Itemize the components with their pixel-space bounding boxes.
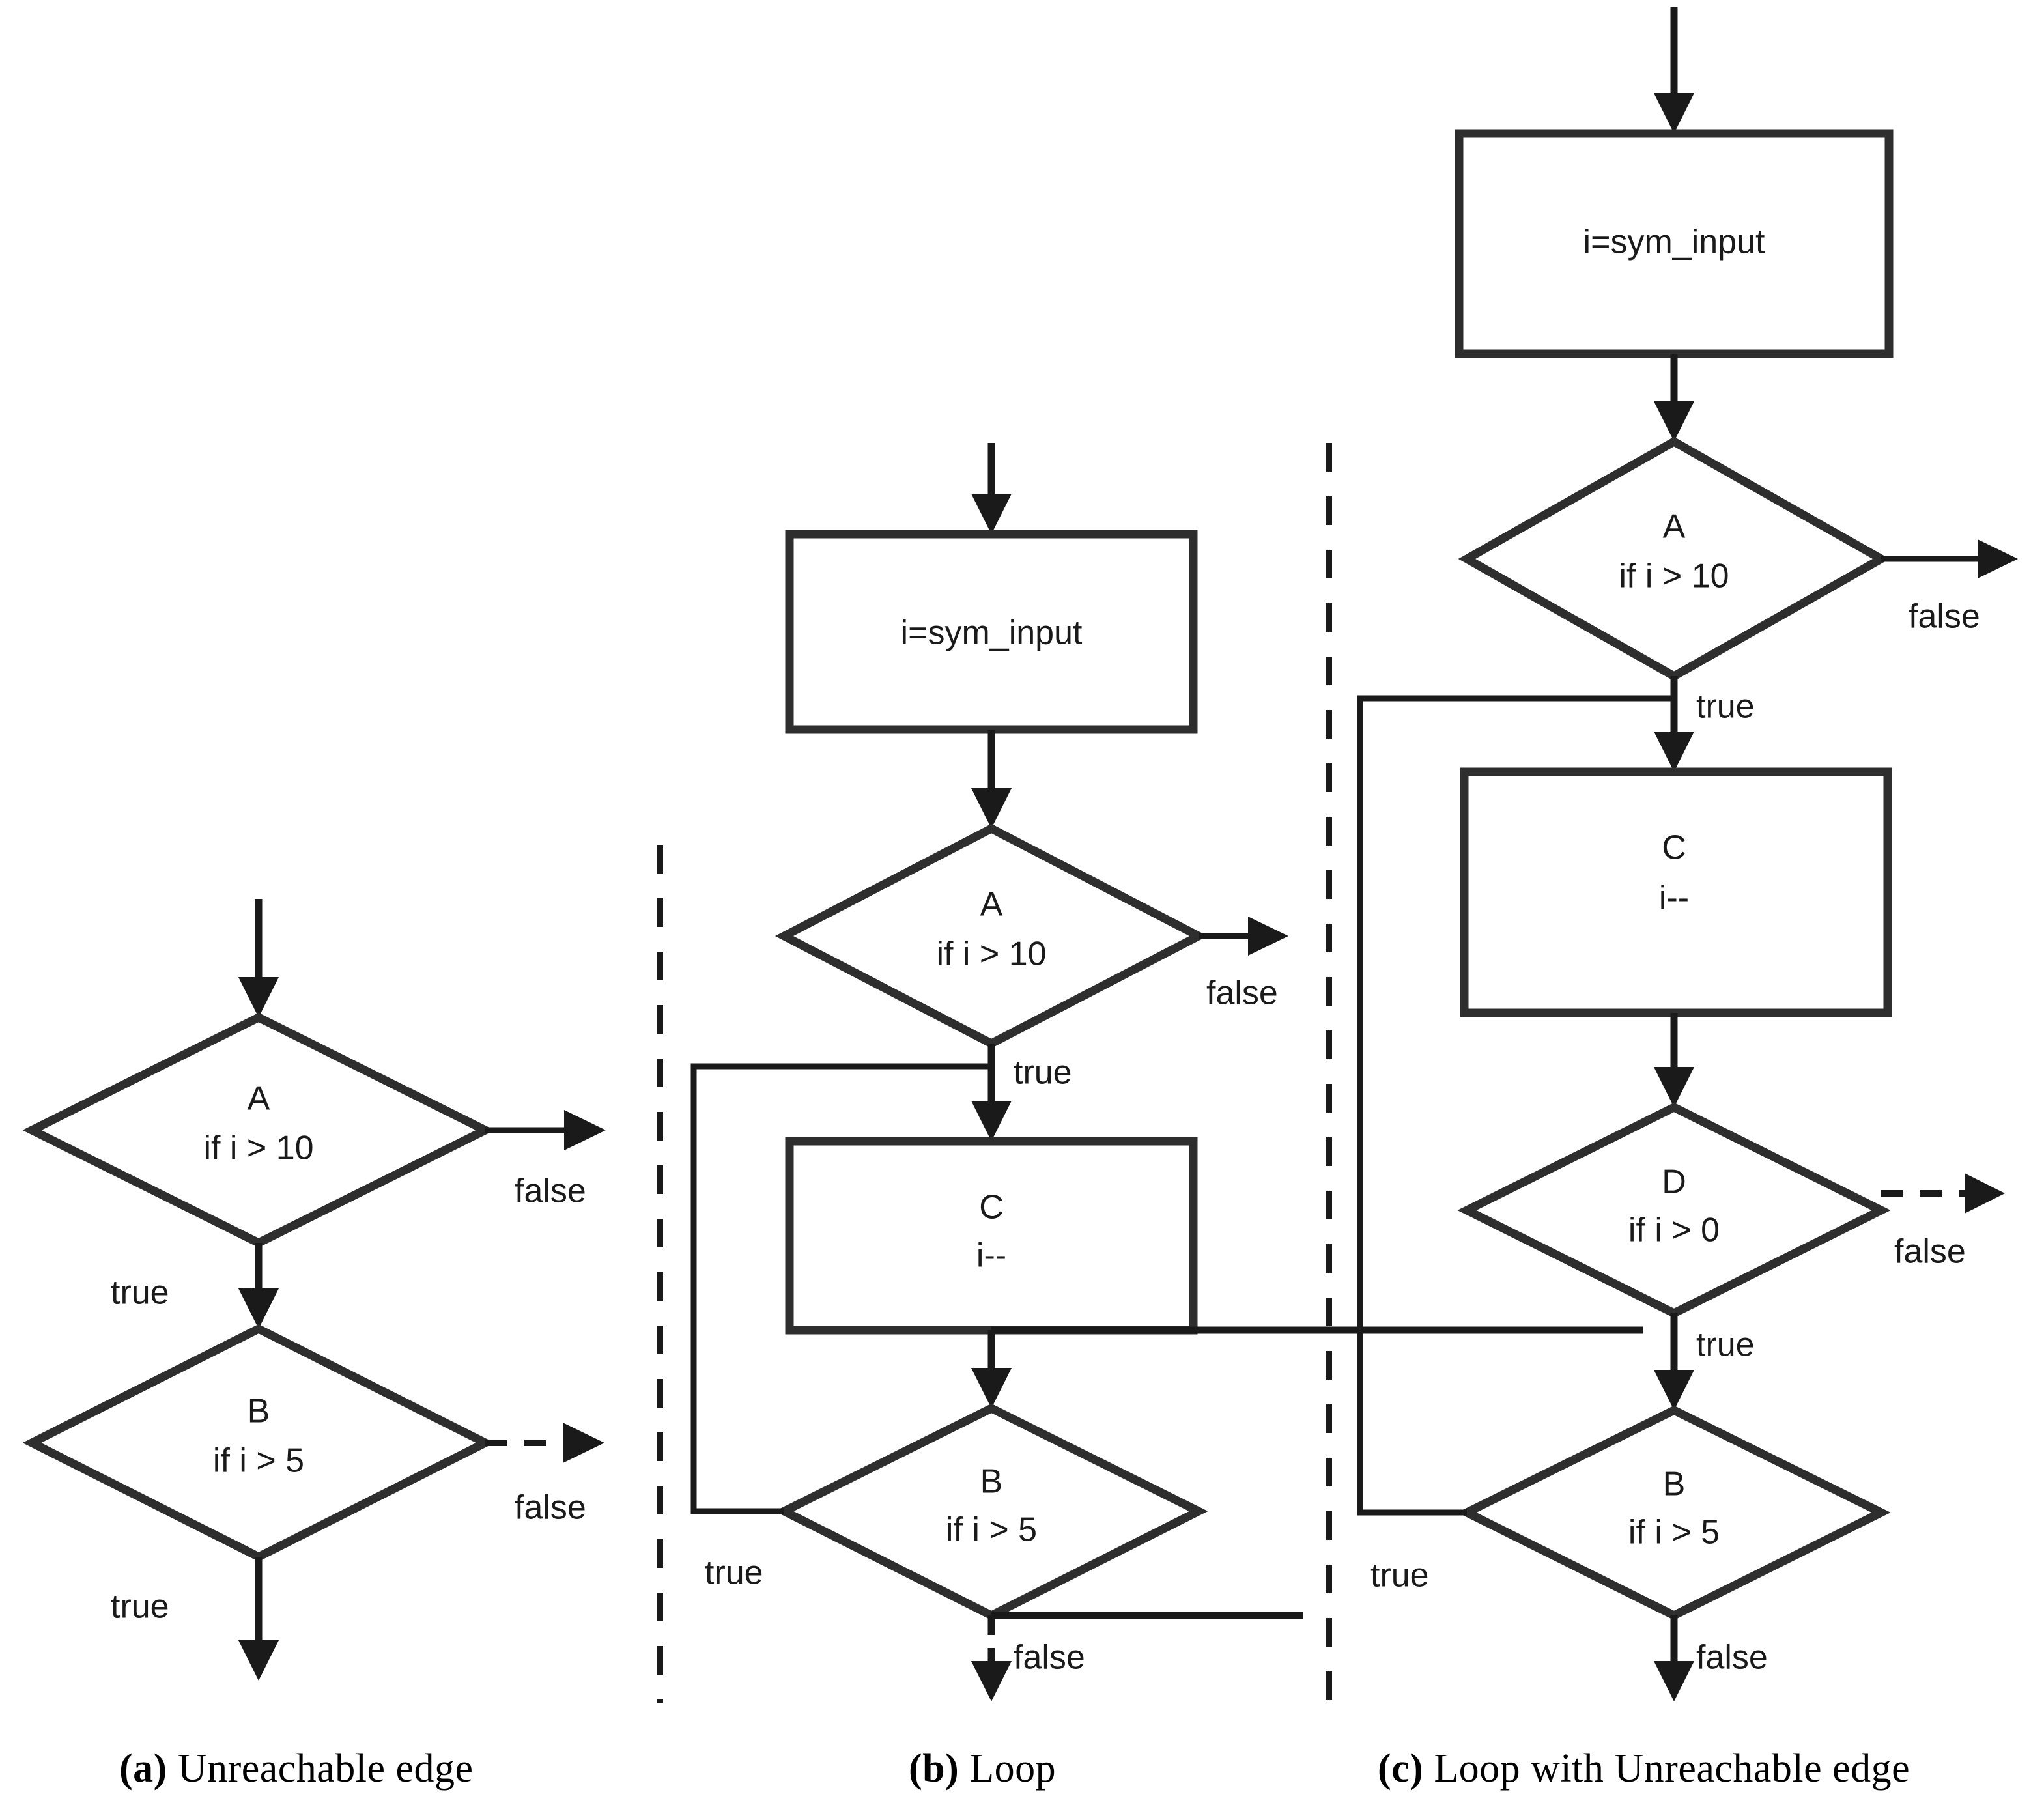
edge-a-A-true: [238, 1243, 279, 1329]
caption-panel-a: (a) Unreachable edge: [119, 1746, 474, 1792]
node-c-D-line2: if i > 0: [1628, 1212, 1720, 1249]
edge-label-c-D-false: false: [1894, 1233, 1966, 1271]
node-a-A[interactable]: A if i > 10: [22, 1012, 495, 1248]
edge-c-entry: [1654, 7, 1694, 134]
node-b-A-line2: if i > 10: [936, 935, 1046, 973]
edge-c-D-true: [1654, 1313, 1694, 1410]
edge-label-c-A-false: false: [1909, 598, 1980, 636]
node-b-C[interactable]: C i--: [785, 1137, 1198, 1335]
node-c-A[interactable]: A if i > 10: [1458, 436, 1890, 681]
node-c-A-line2: if i > 10: [1619, 558, 1729, 595]
edge-a-A-false: [485, 1110, 606, 1150]
caption-b-text: Loop: [969, 1746, 1057, 1791]
caption-panel-b: (b) Loop: [909, 1746, 1056, 1792]
edge-label-c-A-true: true: [1696, 688, 1755, 726]
caption-c-label: (c): [1378, 1746, 1424, 1791]
node-b-B-line1: B: [980, 1463, 1003, 1501]
node-b-init[interactable]: i=sym_input: [785, 530, 1198, 734]
edge-c-D-false-unreachable: [1881, 1173, 2005, 1214]
caption-a-label: (a): [119, 1746, 167, 1791]
panel-a: A if i > 10 false true B if i > 5: [22, 899, 606, 1681]
edge-c-A-false: [1881, 539, 2018, 578]
edge-label-b-A-false: false: [1206, 974, 1278, 1012]
node-b-B-line2: if i > 5: [946, 1511, 1037, 1549]
node-a-B[interactable]: B if i > 5: [22, 1324, 495, 1562]
edge-label-b-B-false: false: [1014, 1639, 1085, 1677]
node-b-A[interactable]: A if i > 10: [774, 823, 1208, 1049]
edge-label-c-D-true: true: [1696, 1326, 1755, 1364]
edge-b-B-false: [971, 1612, 1303, 1701]
caption-panel-c: (c) Loop with Unreachable edge: [1378, 1746, 1910, 1792]
edge-c-A-true: [1654, 676, 1694, 772]
edge-a-B-false-unreachable: [485, 1423, 604, 1463]
edge-b-A-true: [971, 1044, 1012, 1141]
edge-b-C-B: [971, 1326, 1643, 1408]
caption-c-text: Loop with Unreachable edge: [1434, 1746, 1910, 1791]
caption-a-text: Unreachable edge: [177, 1746, 474, 1791]
node-c-C[interactable]: C i--: [1460, 767, 1892, 1017]
edge-label-a-A-true: true: [111, 1274, 169, 1312]
edge-c-B-false: [1654, 1615, 1694, 1701]
edge-b-entry: [971, 443, 1012, 534]
node-c-D-line1: D: [1662, 1163, 1686, 1201]
node-a-A-line1: A: [248, 1080, 270, 1118]
node-b-C-line2: i--: [976, 1237, 1006, 1275]
node-c-C-line1: C: [1662, 829, 1686, 867]
edge-c-init-A: [1654, 354, 1694, 442]
edge-label-a-B-true: true: [111, 1588, 169, 1626]
node-b-A-line1: A: [980, 886, 1003, 924]
edge-label-c-B-true: true: [1370, 1557, 1429, 1595]
node-b-C-line1: C: [979, 1189, 1004, 1227]
node-c-C-line2: i--: [1659, 879, 1689, 917]
node-b-B[interactable]: B if i > 5: [774, 1403, 1208, 1621]
node-b-init-text: i=sym_input: [901, 614, 1083, 652]
node-c-B-line1: B: [1663, 1466, 1686, 1503]
edge-label-b-A-true: true: [1014, 1054, 1072, 1092]
edge-label-b-B-true: true: [705, 1554, 763, 1592]
edge-label-a-B-false: false: [515, 1489, 586, 1527]
edge-a-B-true: [238, 1557, 279, 1681]
node-c-A-line1: A: [1663, 508, 1686, 546]
node-a-B-line2: if i > 5: [213, 1442, 304, 1480]
node-c-init-text: i=sym_input: [1583, 223, 1765, 261]
edge-b-init-A: [971, 730, 1012, 829]
node-c-B-line2: if i > 5: [1628, 1514, 1720, 1552]
node-a-A-line2: if i > 10: [203, 1130, 313, 1167]
edge-c-B-true-loop: [1357, 695, 1674, 1516]
edge-b-B-true-loop: [690, 1063, 991, 1514]
edge-c-C-D: [1654, 1013, 1694, 1107]
edge-label-a-A-false: false: [515, 1173, 586, 1210]
node-c-init[interactable]: i=sym_input: [1455, 129, 1894, 358]
edge-label-c-B-false: false: [1696, 1639, 1768, 1677]
edge-a-entry: [238, 899, 279, 1017]
panel-c: i=sym_input A if i > 10 false: [1357, 7, 2018, 1701]
panel-b: i=sym_input A if i > 10 false: [690, 443, 1643, 1701]
node-c-B[interactable]: B if i > 5: [1457, 1405, 1891, 1621]
node-a-B-line1: B: [248, 1393, 270, 1430]
node-c-D[interactable]: D if i > 0: [1457, 1102, 1891, 1318]
caption-b-label: (b): [909, 1746, 959, 1791]
edge-b-A-false: [1199, 917, 1288, 956]
